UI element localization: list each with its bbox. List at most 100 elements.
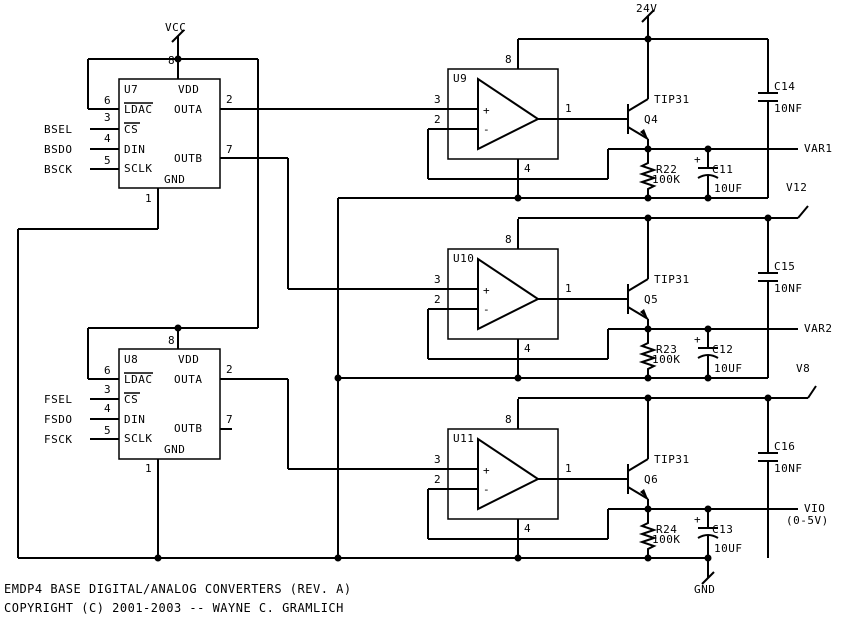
junction-dot	[644, 145, 652, 153]
opamp-box	[447, 428, 559, 520]
pin-name-outb: OUTB	[174, 422, 203, 435]
cap-bypass-value: 10NF	[774, 462, 803, 475]
pin-name-cs: CS	[124, 123, 138, 136]
junction-dot	[514, 374, 522, 382]
resistor-ref: R24	[656, 523, 677, 536]
dac-ref: U7	[124, 83, 138, 96]
net-label-var1: VAR1	[804, 142, 833, 155]
opamp-plus-sign: +	[483, 464, 490, 477]
cap-out-ref: C11	[712, 163, 733, 176]
opamp-minus-sign: -	[483, 483, 490, 496]
input-label-fsdo: FSDO	[44, 413, 73, 426]
opamp-pin-minus: 2	[434, 293, 441, 306]
cap-bypass-ref: C14	[774, 80, 795, 93]
cap-bypass-value: 10NF	[774, 102, 803, 115]
pin-name-cs: CS	[124, 393, 138, 406]
input-labels: BSEL BSDO BSCK FSEL FSDO FSCK	[44, 123, 73, 446]
pin-number: 8	[168, 334, 175, 347]
pin-name-outa: OUTA	[174, 373, 203, 386]
power-rails	[518, 9, 817, 558]
junction-dot	[174, 324, 182, 332]
cap-out-value: 10UF	[714, 542, 743, 555]
emitter-arrow	[640, 489, 648, 499]
opamp-triangle	[477, 257, 540, 331]
opamp-pin-plus: 3	[434, 453, 441, 466]
junction-dot	[514, 194, 522, 202]
junction-dot	[334, 374, 342, 382]
junction-dots	[154, 35, 772, 562]
transistor-type: TIP31	[654, 93, 690, 106]
resistor-value: 100K	[652, 173, 681, 186]
pin-number: 7	[226, 413, 233, 426]
dac-u7: U7 VDD LDAC OUTA CS DIN OUTB SCLK GND 8 …	[104, 54, 233, 205]
junction-dot	[704, 505, 712, 513]
junction-dot	[644, 214, 652, 222]
opamp-pin-minus: 2	[434, 473, 441, 486]
junction-dot	[154, 554, 162, 562]
opamp-pin-gnd: 4	[524, 162, 531, 175]
resistor-zigzag	[638, 159, 658, 198]
output-stages: U983214+-TIP31Q4R22100K+C1110UFC1410NFU1…	[427, 39, 803, 558]
pin-name-gnd: GND	[164, 173, 185, 186]
opamp-minus-sign: -	[483, 123, 490, 136]
junction-dot	[644, 194, 652, 202]
junction-dot	[704, 374, 712, 382]
pin-name-sclk: SCLK	[124, 432, 153, 445]
opamp-minus-sign: -	[483, 303, 490, 316]
opamp-box	[447, 248, 559, 340]
junction-dot	[334, 554, 342, 562]
pin-name-vdd: VDD	[178, 353, 199, 366]
opamp-pin-vcc: 8	[505, 413, 512, 426]
net-label-v12: V12	[786, 181, 807, 194]
junction-dot	[704, 145, 712, 153]
opamp-triangle	[477, 437, 540, 511]
footer-copyright: COPYRIGHT (C) 2001-2003 -- WAYNE C. GRAM…	[4, 601, 344, 615]
opamp-ref: U9	[453, 72, 467, 85]
net-label-vcc: VCC	[165, 21, 186, 34]
opamp-pin-plus: 3	[434, 273, 441, 286]
pin-name-outa: OUTA	[174, 103, 203, 116]
resistor-ref: R22	[656, 163, 677, 176]
opamp-pin-out: 1	[565, 102, 572, 115]
pin-name-din: DIN	[124, 413, 145, 426]
junction-dot	[514, 554, 522, 562]
pin-name-outb: OUTB	[174, 152, 203, 165]
resistor-value: 100K	[652, 353, 681, 366]
dac-wiring	[17, 29, 448, 558]
opamp-ref: U10	[453, 252, 474, 265]
net-label-vio: VIO	[804, 502, 825, 515]
cap-polarity: +	[694, 333, 701, 346]
opamp-plus-sign: +	[483, 284, 490, 297]
pin-number: 5	[104, 154, 111, 167]
resistor-ref: R23	[656, 343, 677, 356]
opamp-box	[447, 68, 559, 160]
pin-name-gnd: GND	[164, 443, 185, 456]
emitter-arrow	[640, 129, 648, 139]
opamp-plus-sign: +	[483, 104, 490, 117]
cap-polarity: +	[694, 153, 701, 166]
opamp-triangle	[477, 77, 540, 151]
transistor-ref: Q4	[644, 113, 658, 126]
junction-dot	[644, 394, 652, 402]
junction-dot	[644, 374, 652, 382]
transistor-ref: Q5	[644, 293, 658, 306]
cap-bypass-ref: C16	[774, 440, 795, 453]
junction-dot	[704, 554, 712, 562]
input-label-bsck: BSCK	[44, 163, 73, 176]
pin-name-ldac: LDAC	[124, 103, 153, 116]
cap-out-value: 10UF	[714, 182, 743, 195]
resistor-zigzag	[638, 519, 658, 558]
pin-name-ldac: LDAC	[124, 373, 153, 386]
opamp-pin-vcc: 8	[505, 53, 512, 66]
opamp-ref: U11	[453, 432, 474, 445]
junction-dot	[644, 505, 652, 513]
pin-number: 5	[104, 424, 111, 437]
junction-dot	[764, 214, 772, 222]
dac-u8: U8 VDD LDAC OUTA CS DIN OUTB SCLK GND 8 …	[104, 334, 233, 475]
dac-ref: U8	[124, 353, 138, 366]
resistor-zigzag	[638, 339, 658, 378]
junction-dot	[704, 194, 712, 202]
